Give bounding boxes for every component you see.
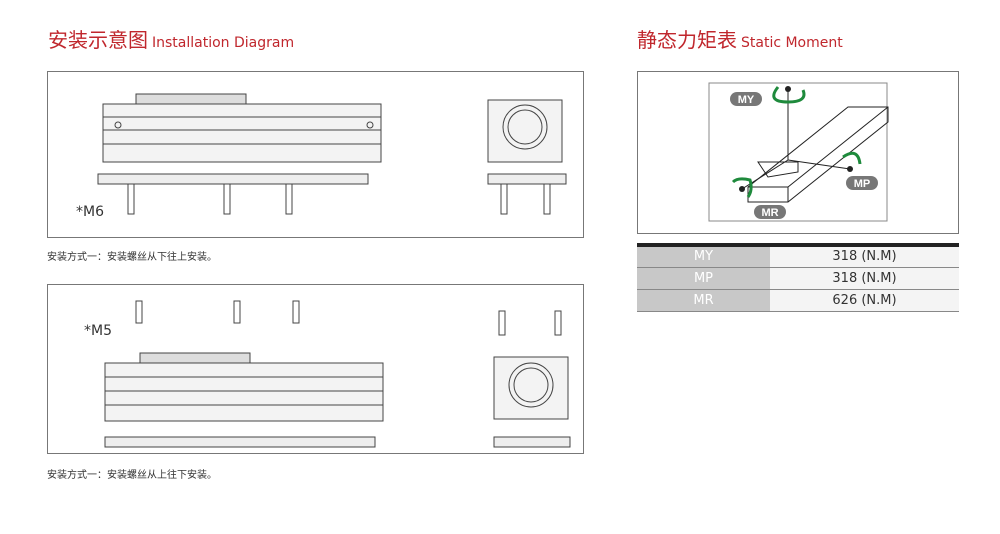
- actuator-drawing-2: [104, 300, 571, 448]
- moment-name: MP: [637, 267, 770, 290]
- method-note-2: 安装方式一：安装螺丝从上往下安装。: [47, 470, 217, 481]
- screw-label-m6: *M6: [76, 204, 104, 220]
- my-label: MY: [738, 94, 755, 106]
- screw-label-m5: *M5: [84, 323, 112, 339]
- mp-label: MP: [854, 178, 871, 190]
- actuator-drawing-1: [97, 93, 567, 215]
- moment-value: 318 (N.M): [770, 245, 959, 268]
- moment-value: 318 (N.M): [770, 267, 959, 290]
- install-diagram-bottom-up: *M6: [47, 71, 584, 238]
- mr-label: MR: [761, 207, 778, 219]
- install-diagram-top-down: *M5: [47, 284, 584, 454]
- moment-value: 626 (N.M): [770, 289, 959, 312]
- moment-name: MY: [637, 245, 770, 268]
- moment-name: MR: [637, 289, 770, 312]
- moment-diagram: MY MP MR: [708, 82, 889, 222]
- method-note-1: 安装方式一：安装螺丝从下往上安装。: [47, 252, 217, 263]
- moment-diagram-panel: MY MP MR: [637, 71, 959, 234]
